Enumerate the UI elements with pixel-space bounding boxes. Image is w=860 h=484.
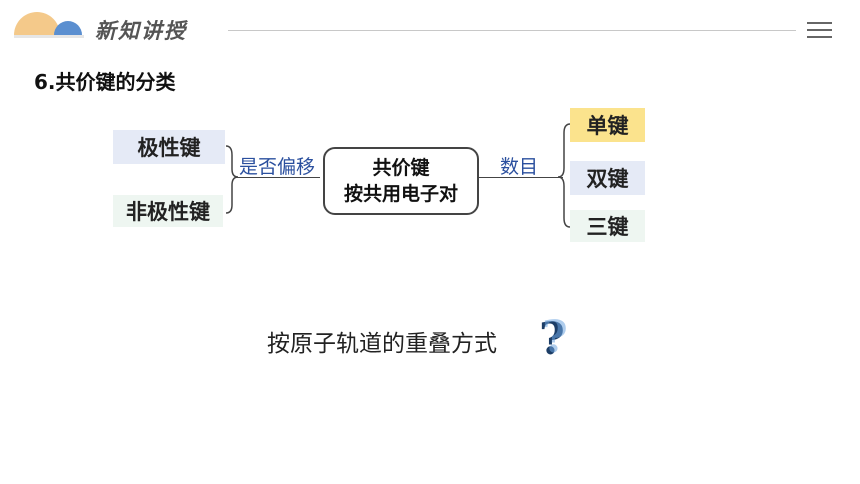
logo-orange-semicircle (14, 12, 60, 35)
right-branch-label: 数目 (500, 156, 539, 178)
logo-blue-semicircle (54, 21, 82, 35)
header-divider (228, 30, 796, 31)
nonpolar-bond-box: 非极性键 (113, 195, 223, 227)
svg-text:?: ? (539, 314, 565, 360)
left-brace (225, 145, 239, 214)
triple-bond-box: 三键 (570, 210, 645, 242)
logo (14, 12, 84, 40)
page-heading: 6.共价键的分类 (34, 70, 176, 94)
logo-base (14, 35, 84, 38)
hamburger-menu-icon[interactable] (807, 22, 832, 39)
single-bond-box: 单键 (570, 108, 645, 142)
svg-text:?: ? (542, 314, 568, 360)
left-branch-label: 是否偏移 (239, 156, 316, 178)
right-brace (557, 123, 571, 228)
question-mark-icon: ? ? (539, 314, 568, 360)
center-line-1: 共价键 (372, 157, 430, 179)
covalent-bond-center-box: 共价键 按共用电子对 (323, 147, 479, 215)
center-line-2: 按共用电子对 (343, 183, 458, 205)
section-title: 新知讲授 (95, 19, 187, 43)
left-branch-line (236, 177, 320, 178)
orbital-overlap-question: 按原子轨道的重叠方式 (267, 331, 497, 357)
polar-bond-box: 极性键 (113, 130, 225, 164)
double-bond-box: 双键 (570, 161, 645, 195)
right-branch-line (477, 177, 563, 178)
